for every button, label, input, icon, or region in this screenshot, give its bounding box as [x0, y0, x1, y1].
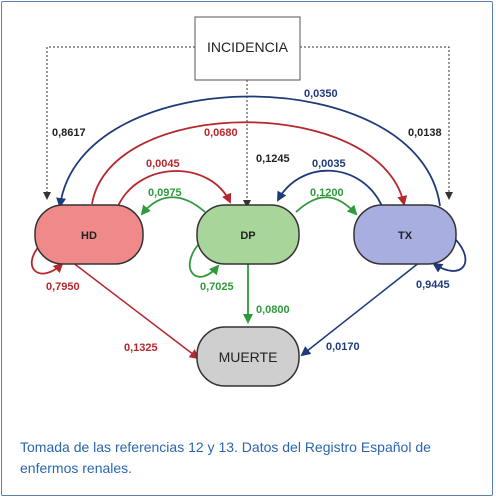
- label-dp-dp: 0,7025: [200, 281, 234, 293]
- arrow-hd-hd: [30, 244, 64, 275]
- label-tx-hd: 0,0350: [304, 88, 338, 100]
- label-hd-dp: 0,0045: [146, 158, 180, 170]
- label-tx-dp: 0,0035: [312, 158, 346, 170]
- label-hd-tx: 0,0680: [204, 127, 238, 139]
- node-hd-label: HD: [81, 230, 97, 242]
- node-tx-label: TX: [398, 230, 413, 242]
- arrow-dp-dp: [188, 244, 220, 278]
- arrow-tx-dp: [277, 169, 383, 207]
- node-muerte: MUERTE: [196, 326, 300, 387]
- label-inc-tx: 0,0138: [408, 127, 442, 139]
- arrow-tx-tx: [432, 239, 467, 273]
- label-inc-hd: 0,8617: [52, 127, 86, 139]
- label-inc-dp: 0,1245: [256, 153, 290, 165]
- node-incidencia: INCIDENCIA: [194, 16, 301, 81]
- arrow-tx-muerte: [300, 261, 421, 357]
- label-hd-muerte: 0,1325: [124, 342, 158, 354]
- arrow-dp-tx: [295, 196, 358, 216]
- arrow-hd-tx: [91, 121, 408, 206]
- figure-caption: Tomada de las referencias 12 y 13. Datos…: [20, 439, 431, 476]
- label-tx-muerte: 0,0170: [326, 341, 360, 353]
- arrow-inc-tx: [300, 46, 453, 200]
- arrow-tx-hd: [56, 95, 441, 208]
- node-tx: TX: [353, 204, 457, 265]
- incidence-arrows: [43, 46, 453, 208]
- node-hd: HD: [34, 204, 144, 265]
- label-hd-hd: 0,7950: [46, 281, 80, 293]
- arrow-dp-hd: [140, 196, 206, 216]
- label-dp-muerte: 0,0800: [256, 304, 290, 316]
- arrow-inc-hd: [43, 46, 195, 200]
- node-incidencia-label: INCIDENCIA: [207, 39, 289, 55]
- node-muerte-label: MUERTE: [219, 349, 278, 365]
- node-dp-label: DP: [240, 230, 255, 242]
- label-tx-tx: 0,9445: [416, 279, 450, 291]
- arrow-hd-muerte: [71, 261, 200, 360]
- label-dp-hd: 0,0975: [148, 187, 182, 199]
- transition-labels: 0,8617 0,1245 0,0138 0,0350 0,0680 0,004…: [46, 88, 450, 354]
- markov-diagram: INCIDENCIA HD DP TX MUERTE 0,8617 0,1245…: [30, 16, 467, 387]
- arrow-hd-dp: [117, 170, 232, 207]
- node-dp: DP: [196, 204, 300, 265]
- label-dp-tx: 0,1200: [310, 187, 344, 199]
